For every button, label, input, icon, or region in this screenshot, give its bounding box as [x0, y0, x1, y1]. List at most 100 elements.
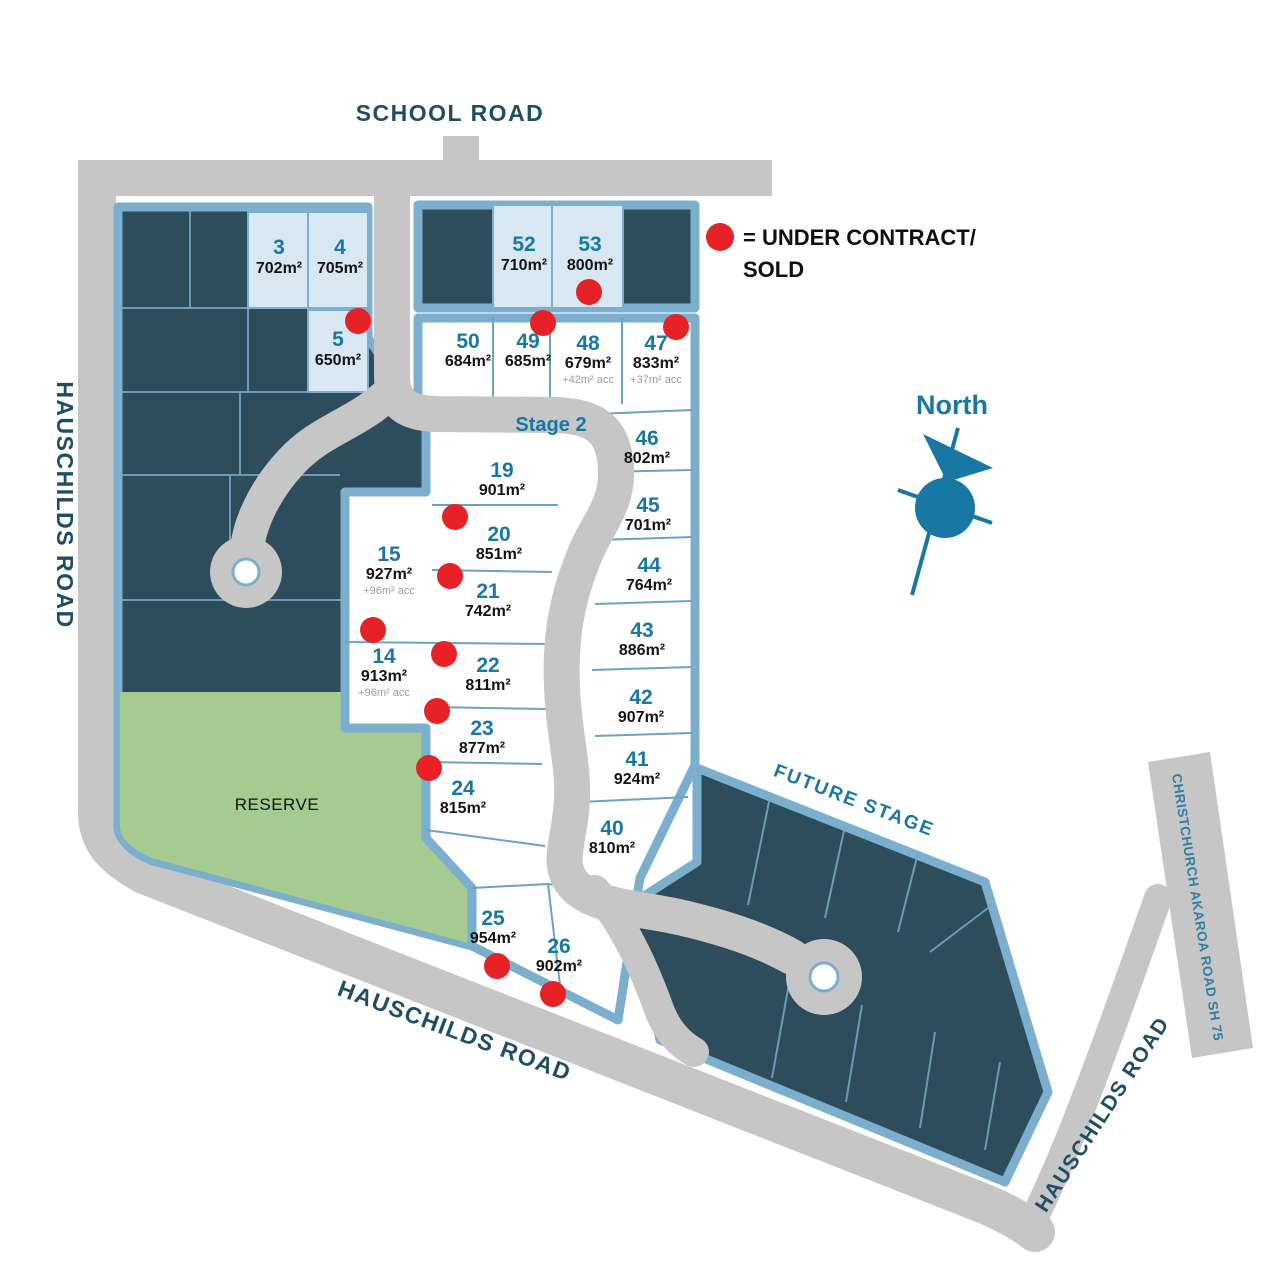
lot-52-area: 710m² [501, 257, 547, 274]
hauschilds-road-left-label: HAUSCHILDS ROAD [52, 381, 78, 628]
lot-44: 44 764m² [626, 554, 672, 594]
lot-45-area: 701m² [625, 517, 671, 534]
stage1-road-surface [230, 371, 411, 567]
lot-43: 43 886m² [619, 619, 665, 659]
lot-48-number: 48 [576, 332, 600, 355]
lot-53-area: 800m² [567, 257, 613, 274]
lot-15-acc: +96m² acc [363, 585, 415, 597]
lot-47: 47 833m² +37m² acc [630, 314, 689, 386]
reserve-label: RESERVE [235, 795, 319, 814]
lot-26-number: 26 [547, 935, 570, 958]
lot-4: 4 705m² [317, 236, 363, 277]
legend-line1: = UNDER CONTRACT/ [743, 225, 976, 250]
lot-21-number: 21 [476, 580, 500, 603]
lot-47-area: 833m² [633, 355, 679, 372]
sold-marker [540, 981, 566, 1007]
cul-de-sac-east-island [808, 961, 840, 993]
lot-20-area: 851m² [476, 546, 522, 563]
sold-marker [484, 953, 510, 979]
lot-50: 50 684m² [445, 330, 491, 370]
lot-48-area: 679m² [565, 355, 611, 372]
sold-marker [576, 279, 602, 305]
lot-22-number: 22 [476, 654, 499, 677]
north-arrow: North [897, 390, 993, 596]
sold-marker [663, 314, 689, 340]
lot-44-area: 764m² [626, 577, 672, 594]
lot-22-area: 811m² [465, 677, 510, 694]
school-road-surface [78, 160, 772, 196]
lot-26-area: 902m² [536, 958, 582, 975]
lot-53: 53 800m² [567, 233, 613, 305]
lot-14-acc: +96m² acc [358, 687, 410, 699]
sold-marker [360, 617, 386, 643]
lot-25: 25 954m² [470, 907, 516, 979]
lot-26: 26 902m² [536, 935, 582, 1007]
lot-19: 19 901m² [479, 459, 525, 499]
cul-de-sac-west-island [231, 557, 261, 587]
lot-labels: 3 702m² 4 705m² 5 650m² 52 710m² 53 800m… [256, 233, 689, 1007]
lot-14-area: 913m² [361, 668, 407, 685]
lot-42-area: 907m² [618, 709, 664, 726]
block-top-right [413, 200, 700, 313]
lot-19-area: 901m² [479, 482, 525, 499]
lot-41-area: 924m² [614, 771, 660, 788]
lot-49-area: 685m² [505, 353, 551, 370]
lot-5: 5 650m² [315, 308, 371, 369]
lot-14-number: 14 [372, 645, 396, 668]
lot-14: 14 913m² +96m² acc [358, 617, 410, 699]
external-roads [78, 136, 1253, 1252]
lot-43-number: 43 [630, 619, 653, 642]
lot-21-area: 742m² [465, 603, 511, 620]
lot-3-number: 3 [273, 236, 285, 259]
lot-40: 40 810m² [589, 817, 635, 857]
hauschilds-road-left-surface [78, 160, 116, 805]
lot-3-parcel [247, 211, 309, 309]
school-road-label: SCHOOL ROAD [356, 100, 545, 126]
future-stage-lot-lines [747, 796, 1001, 1151]
lot-53-number: 53 [578, 233, 601, 256]
lot-40-number: 40 [600, 817, 623, 840]
lot-23-number: 23 [470, 717, 493, 740]
sold-marker [424, 698, 450, 724]
lot-43-area: 886m² [619, 642, 665, 659]
internal-roads [210, 179, 862, 1067]
sold-marker [442, 504, 468, 530]
lot-48: 48 679m² +42m² acc [562, 332, 614, 386]
lot-21: 21 742m² [437, 563, 511, 620]
hauschilds-road-right-surface [1016, 884, 1172, 1240]
sold-marker [431, 641, 457, 667]
lot-45-number: 45 [636, 494, 660, 517]
lot-52-number: 52 [512, 233, 535, 256]
lot-19-number: 19 [490, 459, 513, 482]
north-arrow-head-icon [923, 434, 993, 482]
sold-marker [437, 563, 463, 589]
lot-20: 20 851m² [442, 504, 522, 563]
lot-24: 24 815m² [416, 755, 486, 817]
lot-15-area: 927m² [366, 566, 412, 583]
lot-15: 15 927m² +96m² acc [363, 543, 415, 597]
lot-52-parcel [492, 204, 553, 309]
sold-marker [416, 755, 442, 781]
lot-49: 49 685m² [505, 310, 556, 370]
legend-sold-dot-icon [706, 223, 734, 251]
lot-3: 3 702m² [256, 236, 302, 277]
lot-46-area: 802m² [624, 450, 670, 467]
lot-5-area: 650m² [315, 352, 361, 369]
lot-46-number: 46 [635, 427, 658, 450]
lot-42-number: 42 [629, 686, 652, 709]
lot-45: 45 701m² [625, 494, 671, 534]
lot-20-number: 20 [487, 523, 510, 546]
sold-marker [530, 310, 556, 336]
lot-48-acc: +42m² acc [562, 374, 614, 386]
lot-5-number: 5 [332, 328, 344, 351]
lot-50-area: 684m² [445, 353, 491, 370]
lot-41: 41 924m² [614, 748, 660, 788]
lot-52: 52 710m² [501, 233, 547, 274]
highway-sh75-surface [1148, 752, 1253, 1058]
lot-4-number: 4 [334, 236, 346, 259]
lot-3-area: 702m² [256, 260, 302, 277]
north-label: North [916, 390, 988, 420]
lot-4-area: 705m² [317, 260, 363, 277]
lot-23-area: 877m² [459, 740, 505, 757]
